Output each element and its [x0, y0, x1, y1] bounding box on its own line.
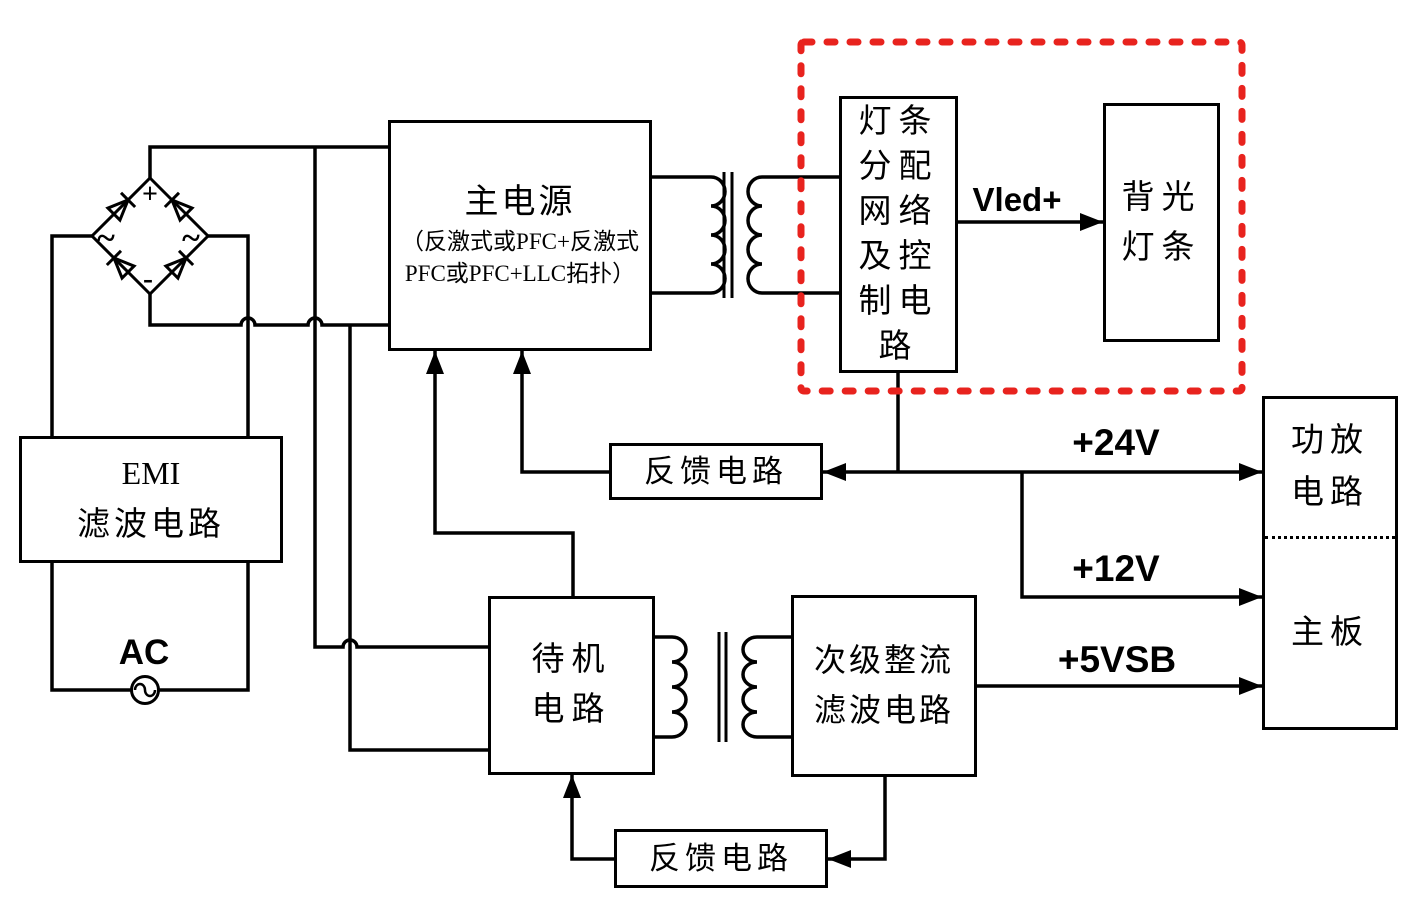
bridge-ac-right-label: ~ — [182, 220, 200, 257]
arrow-into-feedback-bottom — [828, 850, 851, 868]
rail-24v-label: +24V — [1072, 422, 1160, 463]
standby-label-line1: 待机 — [531, 642, 612, 678]
rail-12v-label: +12V — [1072, 548, 1160, 589]
main-power-subtitle-line2: PFC或PFC+LLC拓扑） — [404, 261, 636, 287]
wire-feedback-bottom-to-standby — [570, 775, 614, 861]
wire-secondary-to-feedback-bottom — [828, 777, 887, 861]
node-lamp-distribution: 灯条分配网络及控制电路 — [839, 96, 958, 373]
feedback-bottom-label: 反馈电路 — [649, 840, 793, 876]
amp-label-line2: 电路 — [1291, 474, 1369, 511]
node-main-power: 主电源 （反激式或PFC+反激式 PFC或PFC+LLC拓扑） — [388, 120, 652, 351]
arrow-vled — [1080, 213, 1103, 231]
bridge-minus-label: - — [143, 262, 153, 295]
diode-bottom-left-icon — [105, 249, 137, 281]
main-power-title: 主电源 — [464, 183, 576, 221]
node-emi-filter: EMI 滤波电路 — [19, 436, 283, 563]
rail-5vsb-label: +5VSB — [1057, 639, 1177, 680]
wire-standby-to-main — [433, 351, 575, 596]
vled-label: Vled+ — [972, 181, 1062, 218]
wire-bridge-right-to-emi — [208, 234, 250, 436]
diode-top-right-icon — [163, 191, 195, 223]
wire-rail-12v — [1020, 472, 1262, 599]
transformer-main — [652, 172, 839, 298]
bridge-ac-left-label: ~ — [97, 220, 115, 257]
arrow-into-main-left — [426, 351, 444, 374]
backlight-section-highlight-box — [797, 38, 1246, 395]
secondary-rectifier-label-line2: 滤波电路 — [813, 692, 954, 728]
mainboard-label: 主板 — [1291, 614, 1369, 651]
bridge-plus-label: + — [142, 179, 158, 210]
bridge-diamond — [89, 175, 211, 297]
transformer-standby-secondary-coil — [741, 635, 791, 739]
bridge-rectifier — [89, 175, 211, 297]
wire-ac-to-emi-right — [159, 563, 250, 692]
node-standby: 待机 电路 — [488, 596, 655, 775]
arrow-into-standby — [563, 775, 581, 798]
arrow-12v — [1239, 588, 1262, 606]
transformer-standby-primary-coil — [655, 635, 688, 739]
transformer-standby-core — [717, 632, 728, 742]
amp-mainboard-divider — [1265, 536, 1395, 539]
diode-top-left-icon — [105, 191, 137, 223]
transformer-main-secondary-coil — [746, 175, 839, 295]
arrow-24v — [1239, 463, 1262, 481]
emi-label-line1: EMI — [121, 454, 181, 491]
ac-source-icon — [130, 675, 160, 705]
wire-feedback-top-to-main — [520, 351, 609, 474]
arrow-into-feedback-top — [823, 463, 846, 481]
node-amp-and-mainboard: 功放 电路 主板 — [1262, 396, 1398, 730]
main-power-subtitle-line1: （反激式或PFC+反激式 — [401, 228, 639, 254]
backlight-label: 背光灯条 — [1121, 179, 1202, 266]
transformer-main-core — [722, 172, 734, 298]
amp-section: 功放 电路 — [1265, 399, 1395, 536]
lamp-distribution-label: 灯条分配网络及控制电路 — [858, 103, 939, 365]
arrow-5vsb — [1239, 677, 1262, 695]
amp-label-line1: 功放 — [1291, 423, 1369, 460]
node-secondary-rectifier: 次级整流 滤波电路 — [791, 595, 977, 777]
arrow-into-main-right — [513, 351, 531, 374]
wire-dc-minus-to-main — [148, 294, 388, 327]
wires — [50, 145, 1262, 861]
feedback-top-label: 反馈电路 — [644, 453, 788, 489]
secondary-rectifier-label-line1: 次级整流 — [813, 642, 954, 679]
standby-label-line2: 电路 — [531, 691, 612, 728]
ac-source-label: AC — [118, 633, 170, 672]
wire-bridge-left-to-emi — [50, 234, 92, 436]
transformer-main-primary-coil — [652, 175, 727, 295]
transformer-standby — [655, 632, 791, 742]
wire-emi-to-ac-left — [50, 563, 131, 692]
wire-minus-branch-to-standby — [348, 325, 488, 752]
node-feedback-top: 反馈电路 — [609, 443, 823, 500]
emi-label-line2: 滤波电路 — [77, 506, 225, 543]
diode-bottom-right-icon — [163, 249, 195, 281]
node-backlight: 背光灯条 — [1103, 103, 1220, 342]
wire-dc-plus-to-main — [148, 145, 388, 178]
arrowheads — [426, 213, 1262, 868]
node-feedback-bottom: 反馈电路 — [614, 829, 828, 888]
